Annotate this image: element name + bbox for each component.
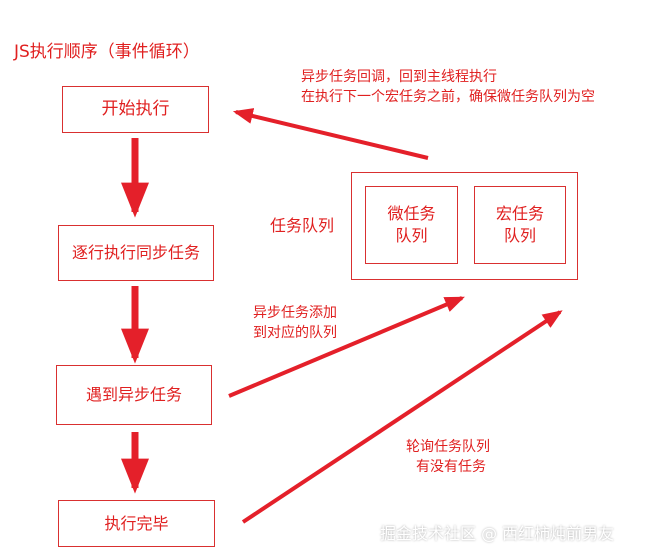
arrow-poll-queue — [241, 310, 563, 524]
step-start-box: 开始执行 — [62, 86, 209, 133]
arrow-callback-to-start — [232, 108, 429, 160]
step-done-box: 执行完毕 — [58, 500, 215, 547]
add-note-line1: 异步任务添加 — [253, 305, 337, 321]
add-note-line2: 到对应的队列 — [253, 325, 337, 341]
microtask-queue-line1: 微任务 — [387, 204, 436, 224]
step-sync-label: 逐行执行同步任务 — [71, 243, 200, 263]
macrotask-queue-line2: 队列 — [503, 226, 536, 245]
callback-note-line2: 在执行下一个宏任务之前，确保微任务队列为空 — [301, 89, 595, 105]
watermark: 掘金技术社区 @ 西红柿炖前男友 — [380, 524, 615, 543]
diagram-title: JS执行顺序（事件循环） — [14, 42, 200, 62]
arrow-async-to-queue — [228, 296, 465, 398]
step-sync-box: 逐行执行同步任务 — [58, 225, 214, 281]
macrotask-queue-box: 宏任务 队列 — [474, 186, 566, 264]
step-done-label: 执行完毕 — [104, 513, 169, 533]
microtask-queue-box: 微任务 队列 — [365, 186, 458, 264]
step-async-box: 遇到异步任务 — [56, 365, 212, 425]
task-queue-label: 任务队列 — [270, 216, 335, 235]
callback-note-line1: 异步任务回调，回到主线程执行 — [301, 69, 497, 85]
macrotask-queue-line1: 宏任务 — [495, 204, 544, 224]
microtask-queue-line2: 队列 — [395, 226, 428, 245]
step-start-label: 开始执行 — [101, 99, 170, 120]
poll-note-line1: 轮询任务队列 — [406, 439, 490, 455]
poll-note-line2: 有没有任务 — [416, 459, 486, 475]
step-async-label: 遇到异步任务 — [85, 385, 182, 405]
